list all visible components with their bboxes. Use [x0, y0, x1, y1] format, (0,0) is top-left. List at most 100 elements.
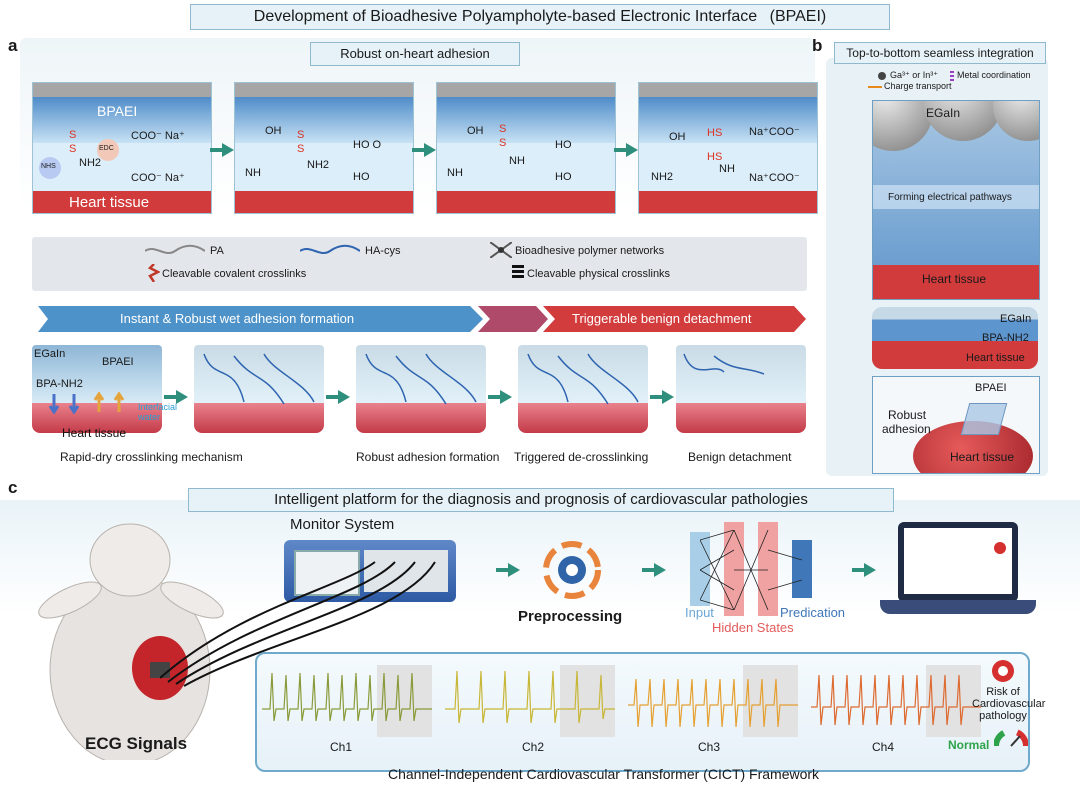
edc-label: EDC [99, 145, 114, 152]
ecg-signals-label: ECG Signals [85, 734, 188, 753]
arrow-icon [650, 390, 674, 404]
nn-hidden-layer-2 [758, 522, 778, 616]
metal-ion-icon [878, 72, 886, 80]
arrow-icon [412, 143, 436, 157]
ecg-channel-3 [628, 665, 798, 737]
framework-label: Channel-Independent Cardiovascular Trans… [388, 766, 820, 782]
chem-tile-1: BPAEI NHS EDC S S NH2 COO⁻ Na⁺ COO⁻ Na⁺ … [32, 82, 212, 214]
ecg-traces [262, 670, 981, 728]
ecg-channel-1 [262, 665, 432, 737]
metal-coordination-icon [950, 71, 954, 81]
covalent-crosslink-icon [148, 264, 160, 282]
pa-line-icon [145, 244, 205, 254]
channel-label-1: Ch1 [330, 740, 353, 754]
tile4-hs1: HS [707, 127, 723, 139]
tile3-ho: HO [555, 139, 572, 151]
arrow-icon [164, 390, 188, 404]
ecg-channel-2 [445, 665, 615, 737]
edc-bubble [97, 139, 119, 161]
heart-view-adhesion: adhesion [882, 422, 931, 436]
tile4-na: Na⁺COO⁻ [749, 126, 800, 138]
arrow-icon [326, 390, 350, 404]
tile2-oh: OH [265, 125, 282, 137]
legend-covalent: Cleavable covalent crosslinks [162, 268, 307, 280]
mouse-illustration [38, 523, 224, 760]
panel-c-title-text: Intelligent platform for the diagnosis a… [274, 491, 808, 508]
hacys-line-icon [300, 244, 360, 254]
stage-3 [356, 345, 486, 440]
risk-alarm-icon [992, 660, 1014, 682]
physical-crosslink-icon [512, 265, 524, 278]
heart-view-robust: Robust [888, 408, 927, 422]
monitor-system-label: Monitor System [290, 516, 395, 533]
panel-b-letter: b [812, 36, 823, 55]
legend-network: Bioadhesive polymer networks [515, 245, 665, 257]
panel-a-title: Robust on-heart adhesion [310, 42, 520, 66]
panel-a-title-text: Robust on-heart adhesion [340, 46, 490, 61]
tile4-na2: Na⁺COO⁻ [749, 172, 800, 184]
arrow-icon [488, 390, 512, 404]
tile2-ho2: HO [353, 171, 370, 183]
panel-b-egain: EGaIn [926, 106, 961, 120]
preprocessing-gear-icon [543, 541, 601, 599]
nn-hidden-label: Hidden States [712, 620, 794, 635]
caption-robust-adhesion: Robust adhesion formation [356, 450, 500, 464]
tile3-nh: NH [509, 155, 525, 167]
stage-heart-label: Heart tissue [62, 426, 127, 440]
polymer-strands [203, 353, 765, 405]
tile1-nh2: NH2 [79, 157, 102, 169]
legend-pa: PA [210, 245, 224, 257]
laptop-screen [898, 522, 1018, 602]
caption-benign-detachment: Benign detachment [688, 450, 792, 464]
tile1-s2: S [69, 143, 77, 155]
network-icon [490, 242, 512, 258]
arrow-icon [496, 563, 520, 577]
tile2-s1: S [297, 129, 305, 141]
panel-a-letter: a [8, 36, 18, 55]
tile1-s1: S [69, 129, 77, 141]
tile1-bpaei-label: BPAEI [97, 103, 138, 119]
normal-label: Normal [948, 738, 990, 752]
tile3-s2: S [499, 137, 507, 149]
panel-b-legend-coordination: Metal coordination [957, 70, 1031, 80]
stage-bpanh2-label: BPA-NH2 [36, 378, 83, 390]
layer-bpa-label: BPA-NH2 [982, 332, 1029, 344]
nn-connections [700, 530, 802, 610]
heart-view-heart: Heart tissue [950, 450, 1015, 464]
layer-stack [872, 307, 1038, 369]
legend-box [32, 237, 807, 291]
arrow-icon [852, 563, 876, 577]
preprocessing-label: Preprocessing [518, 608, 623, 625]
stage-egain-label: EGaIn [34, 348, 66, 360]
monitor-screen [294, 550, 360, 596]
nn-hidden-layer-1 [724, 522, 744, 616]
alert-icon [994, 542, 1006, 554]
nn-output-layer [792, 540, 812, 598]
tile3-oh: OH [467, 125, 484, 137]
panel-b-title-text: Top-to-bottom seamless integration [846, 46, 1034, 60]
tile2-s2: S [297, 143, 305, 155]
panel-c-title: Intelligent platform for the diagnosis a… [188, 488, 894, 512]
charge-arrow-icon [868, 86, 882, 88]
chem-tile-2: OH NH S S NH2 HO O HO [234, 82, 414, 214]
panel-c-letter: c [8, 478, 18, 497]
stage-water-label: Interfacial water [138, 402, 178, 422]
tile3-ho2: HO [555, 171, 572, 183]
panel-b-pathways: Forming electrical pathways [888, 192, 1012, 203]
heart-adhesion-view [872, 376, 1040, 474]
tile1-heart-label: Heart tissue [69, 194, 150, 211]
panel-b-legend-charge: Charge transport [884, 81, 952, 91]
ecg-channel-4 [811, 665, 981, 737]
arrow-icon [614, 143, 638, 157]
tile1-coo2: COO⁻ Na⁺ [131, 172, 185, 184]
tile2-nh2: NH2 [307, 159, 330, 171]
channel-label-2: Ch2 [522, 740, 545, 754]
stage-2 [194, 345, 324, 440]
integration-diagram [872, 100, 1040, 300]
stage-4 [518, 345, 648, 440]
channel-label-4: Ch4 [872, 740, 895, 754]
panel-b-legend-ions: Ga³⁺ or In³⁺ [890, 70, 939, 80]
panel-b-title: Top-to-bottom seamless integration [834, 42, 1046, 64]
channel-label-3: Ch3 [698, 740, 721, 754]
layer-heart-label: Heart tissue [966, 352, 1025, 364]
